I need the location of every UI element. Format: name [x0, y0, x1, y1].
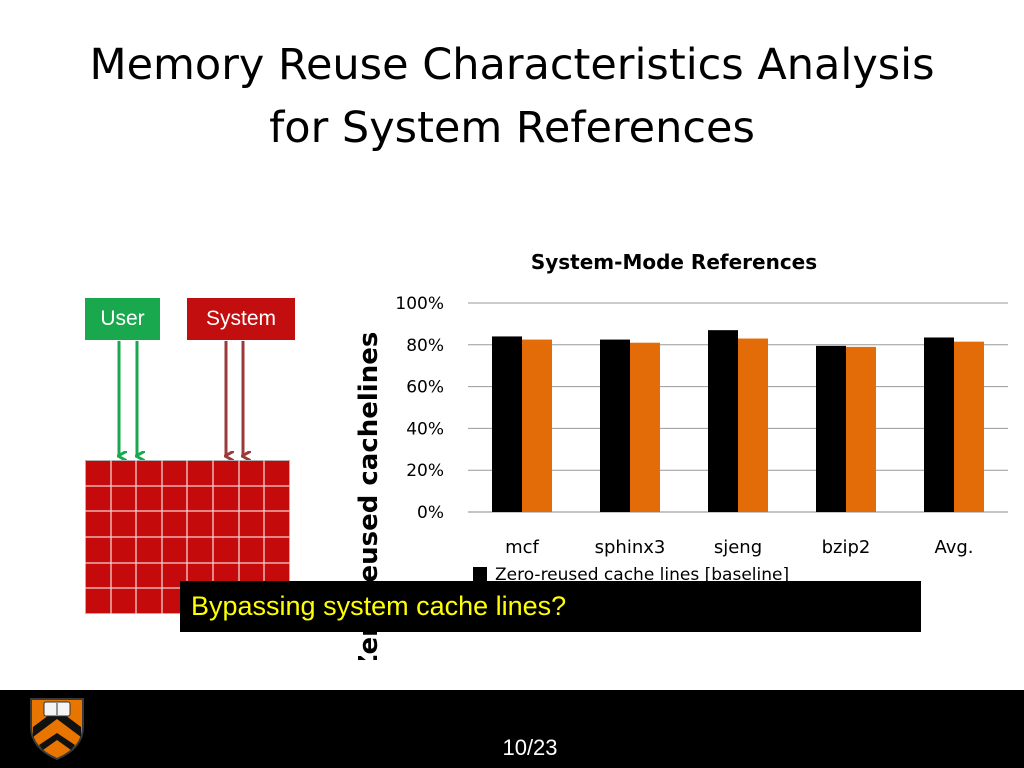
- callout-box: Bypassing system cache lines?: [180, 581, 921, 632]
- bar-avg-series-2: [954, 341, 984, 512]
- x-tick-label: mcf: [505, 537, 539, 558]
- system-label: System: [187, 298, 295, 340]
- bar-sphinx3-series-2: [630, 342, 660, 512]
- page-number: 10/23: [502, 735, 558, 760]
- bar-bzip2-series-1: [816, 345, 846, 512]
- bar-sphinx3-series-1: [600, 339, 630, 512]
- title-line-1: Memory Reuse Characteristics Analysis: [89, 40, 935, 90]
- title-line-2: for System References: [269, 103, 755, 153]
- x-tick-label: sjeng: [714, 537, 762, 558]
- y-tick-label: 100%: [395, 294, 444, 314]
- bar-sjeng-series-1: [708, 330, 738, 512]
- bar-mcf-series-1: [492, 336, 522, 512]
- princeton-shield-icon: [30, 698, 84, 761]
- footer-bar: 10/23: [0, 690, 1024, 768]
- x-tick-label: Avg.: [934, 537, 973, 558]
- bar-bzip2-series-2: [846, 346, 876, 512]
- legend-swatch-1: [473, 567, 487, 581]
- bar-mcf-series-2: [522, 339, 552, 512]
- y-tick-label: 80%: [406, 336, 444, 356]
- bar-avg-series-1: [924, 337, 954, 512]
- y-tick-label: 60%: [406, 378, 444, 398]
- chart-svg: System-Mode References 0% 20% 40% 60% 80% 100%…: [354, 250, 1008, 660]
- x-tick-label: bzip2: [822, 537, 871, 558]
- y-tick-label: 0%: [417, 503, 444, 523]
- x-tick-label: sphinx3: [595, 537, 666, 558]
- user-label: User: [85, 298, 160, 340]
- chart: System-Mode References 0% 20% 40% 60% 80% 100%…: [340, 240, 1020, 660]
- bar-sjeng-series-2: [738, 338, 768, 512]
- y-tick-label: 20%: [406, 461, 444, 481]
- legend-label-1: Zero-reused cache lines [baseline]: [495, 565, 789, 585]
- chart-title: System-Mode References: [531, 250, 817, 274]
- y-tick-label: 40%: [406, 419, 444, 439]
- slide-title: Memory Reuse Characteristics Analysis fo…: [0, 34, 1024, 160]
